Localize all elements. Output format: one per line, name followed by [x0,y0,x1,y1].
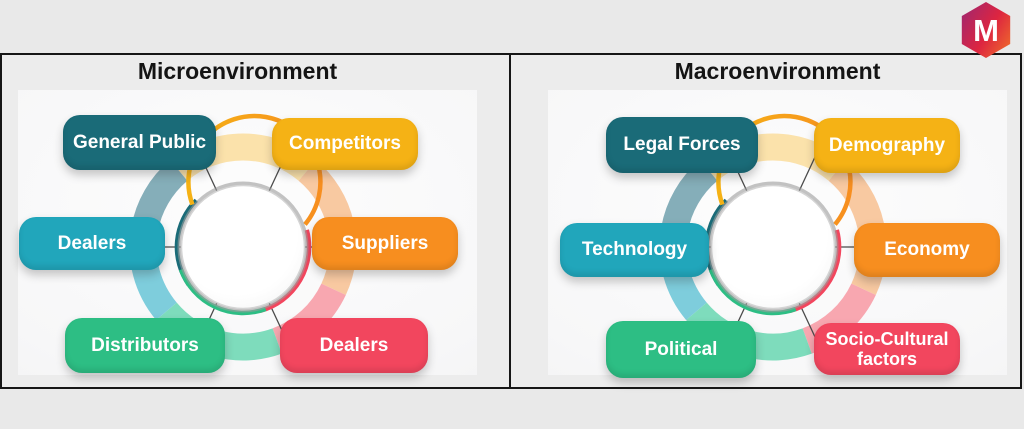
logo-letter: M [973,13,999,48]
hub-circle [710,184,836,310]
brand-logo: M [961,2,1011,58]
node-political: Political [606,321,756,378]
hub-circle [180,184,306,310]
node-suppliers: Suppliers [312,217,458,270]
node-technology: Technology [560,223,709,277]
node-competitors: Competitors [272,118,418,170]
node-legal-forces: Legal Forces [606,117,758,173]
node-socio-cultural: Socio-Cultural factors [814,323,960,375]
microenvironment-title: Microenvironment [137,58,338,84]
node-general-public: General Public [63,115,216,170]
microenvironment-card: General Public Competitors Dealers Suppl… [18,90,477,375]
hub-bezel [707,181,839,313]
node-economy: Economy [854,223,1000,277]
node-dealers-left: Dealers [19,217,165,270]
macroenvironment-title: Macroenvironment [674,58,881,84]
node-demography: Demography [814,118,960,173]
node-dealers-bottom: Dealers [280,318,428,373]
macroenvironment-card: Legal Forces Demography Technology Econo… [548,90,1007,378]
logo-hexagon [961,2,1011,58]
node-distributors: Distributors [65,318,225,373]
panel-divider [509,53,511,389]
hub-bezel [177,181,309,313]
